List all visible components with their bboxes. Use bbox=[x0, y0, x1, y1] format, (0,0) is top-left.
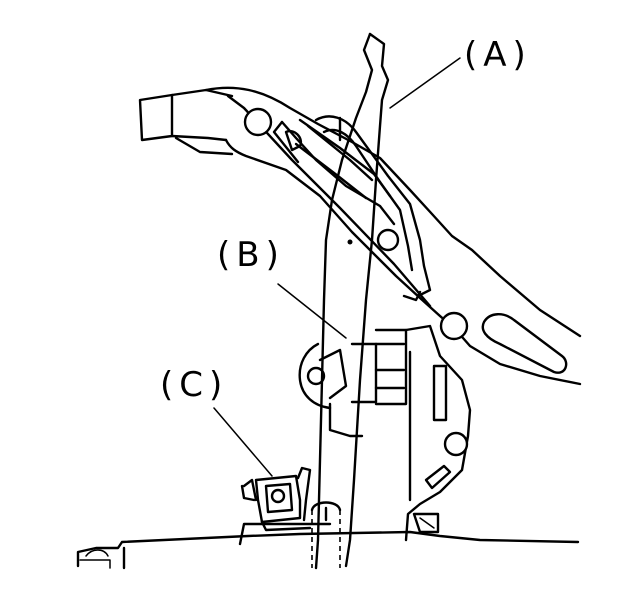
leader-line-b bbox=[277, 283, 347, 339]
callout-label-a: (A) bbox=[464, 35, 532, 75]
hood-stay-rod bbox=[310, 32, 390, 570]
hinge-arm bbox=[174, 86, 582, 386]
leader-line-c bbox=[213, 407, 273, 477]
spring-clip bbox=[314, 115, 432, 302]
bracket-tab bbox=[138, 88, 234, 142]
callout-label-b: (B) bbox=[217, 235, 285, 275]
callout-label-c: (C) bbox=[160, 365, 229, 405]
leader-line-a bbox=[389, 57, 461, 109]
leader-lines bbox=[213, 57, 461, 477]
body-panel bbox=[76, 522, 580, 570]
latch-clip bbox=[240, 466, 312, 532]
vertical-bracket bbox=[298, 324, 472, 542]
